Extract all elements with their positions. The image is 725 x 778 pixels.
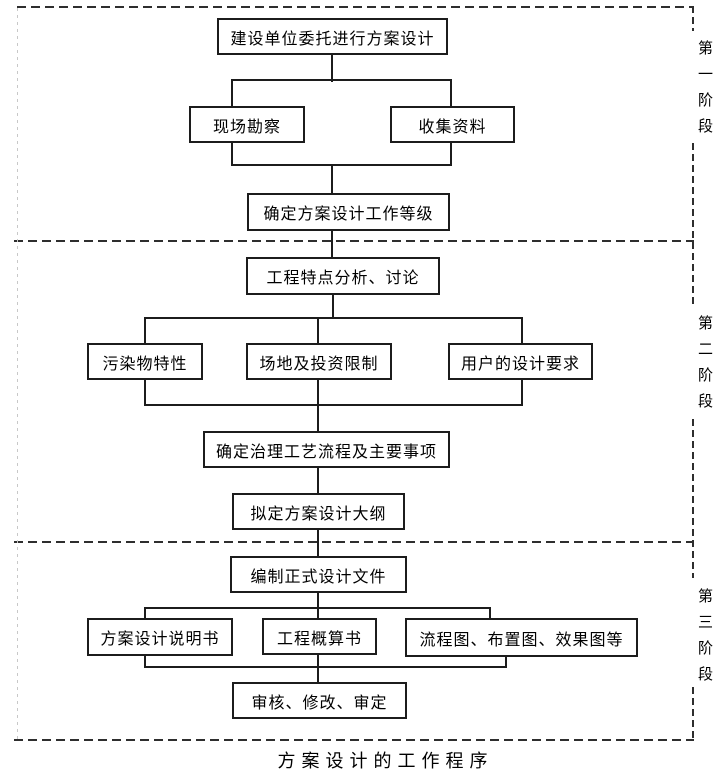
phase-label-third: 第三阶段 xyxy=(696,588,713,692)
flow-box-site-investment: 场地及投资限制 xyxy=(246,343,392,380)
connector-join-row1 xyxy=(231,164,452,166)
connector-formal-docs-down xyxy=(317,592,319,609)
connector-to-outline xyxy=(317,467,319,494)
phase-label-second: 第二阶段 xyxy=(696,315,713,419)
frame-bottom-dashed-line xyxy=(14,739,694,741)
flow-box-design-spec: 方案设计说明书 xyxy=(87,618,233,656)
flow-box-user-requirement: 用户的设计要求 xyxy=(448,343,593,380)
flow-box-process-items: 确定治理工艺流程及主要事项 xyxy=(203,431,450,468)
flow-box-feature-analysis: 工程特点分析、讨论 xyxy=(246,257,440,295)
connector-to-process-items xyxy=(317,404,319,433)
connector-to-formal-docs xyxy=(317,529,319,557)
connector-join-row2 xyxy=(144,404,523,406)
flow-box-work-level: 确定方案设计工作等级 xyxy=(247,193,450,231)
frame-left-dashed-line xyxy=(17,8,18,740)
frame-right-dashed-segment-2 xyxy=(692,143,694,305)
flow-box-cost-estimate: 工程概算书 xyxy=(262,618,377,655)
flow-box-formal-docs: 编制正式设计文件 xyxy=(230,556,407,593)
connector-branch-drawings-top xyxy=(489,607,491,620)
connector-join-row3 xyxy=(144,666,507,668)
flow-box-commission: 建设单位委托进行方案设计 xyxy=(217,18,448,55)
diagram-caption: 方案设计的工作程序 xyxy=(277,751,494,771)
connector-commission-down xyxy=(331,54,333,82)
connector-branch-drawings-bottom xyxy=(505,655,507,668)
flow-box-drawings: 流程图、布置图、效果图等 xyxy=(405,618,638,657)
flow-box-outline: 拟定方案设计大纲 xyxy=(232,493,405,530)
frame-right-dashed-segment-1 xyxy=(692,6,694,31)
connector-split-row2 xyxy=(144,317,523,319)
connector-to-review xyxy=(317,666,319,683)
frame-top-dashed-line xyxy=(17,6,694,8)
frame-right-dashed-segment-3 xyxy=(692,419,694,578)
flow-box-pollutant: 污染物特性 xyxy=(87,343,203,380)
flow-box-collect-data: 收集资料 xyxy=(390,106,515,143)
flow-box-review: 审核、修改、审定 xyxy=(232,682,407,719)
flow-box-site-survey: 现场勘察 xyxy=(189,106,305,143)
connector-analysis-down xyxy=(332,294,334,319)
connector-to-analysis xyxy=(331,230,333,258)
phase-separator-1 xyxy=(14,240,694,242)
phase-separator-2 xyxy=(14,541,694,543)
connector-to-work-level xyxy=(331,164,333,194)
frame-right-dashed-segment-4 xyxy=(692,687,694,741)
phase-label-first: 第一阶段 xyxy=(696,40,713,144)
connector-split-row1 xyxy=(231,79,452,81)
